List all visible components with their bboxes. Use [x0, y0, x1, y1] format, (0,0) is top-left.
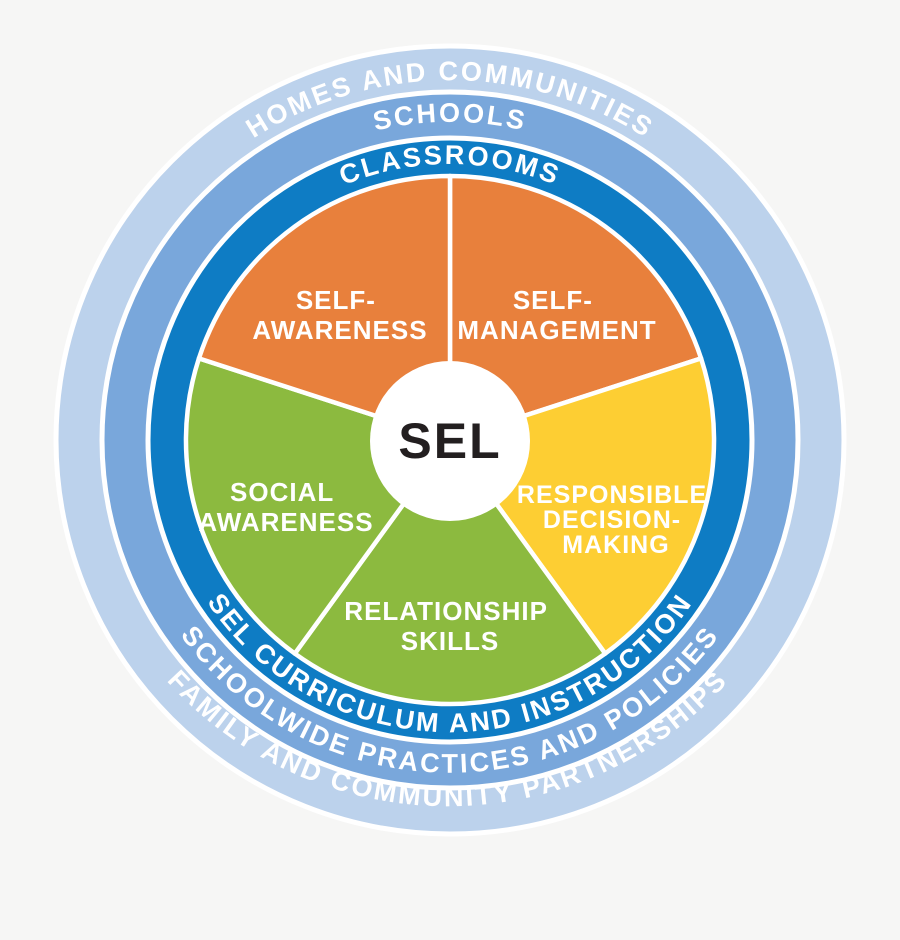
- label-self-awareness: SELF- AWARENESS: [252, 285, 427, 345]
- label-relationship-skills-line2: SKILLS: [401, 626, 499, 656]
- label-self-management-line1: SELF-: [513, 285, 593, 315]
- wedge-self-awareness: [196, 173, 453, 443]
- label-relationship-skills-line1: RELATIONSHIP: [344, 596, 547, 626]
- label-social-awareness-line2: AWARENESS: [198, 507, 373, 537]
- label-social-awareness-line1: SOCIAL: [230, 477, 334, 507]
- center-sel-label: SEL: [398, 413, 501, 469]
- label-relationship-skills: RELATIONSHIP SKILLS: [344, 596, 555, 656]
- wedge-self-management: [447, 173, 704, 443]
- center-circle: [370, 361, 530, 521]
- label-responsible-decision-making: RESPONSIBLE DECISION- MAKING: [517, 481, 715, 559]
- label-self-management: SELF- MANAGEMENT: [457, 285, 656, 345]
- label-self-awareness-line1: SELF-: [296, 285, 376, 315]
- label-social-awareness: SOCIAL AWARENESS: [198, 477, 373, 537]
- label-self-awareness-line2: AWARENESS: [252, 315, 427, 345]
- wedge-relationship-skills: [292, 437, 608, 707]
- label-rdm-line1: RESPONSIBLE: [517, 481, 707, 509]
- label-rdm-line2: DECISION-: [543, 506, 681, 534]
- label-rdm-line3: MAKING: [562, 531, 669, 559]
- label-self-management-line2: MANAGEMENT: [457, 315, 656, 345]
